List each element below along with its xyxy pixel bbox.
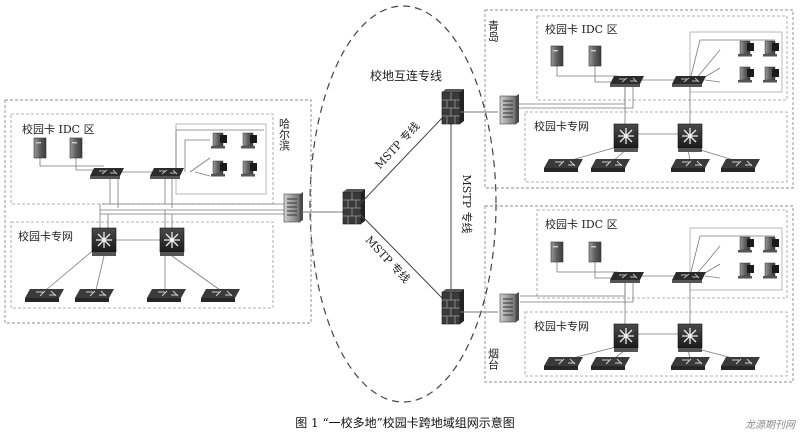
server-icon — [550, 45, 564, 67]
access-switch-icon — [74, 288, 115, 303]
access-switch-icon — [590, 158, 631, 173]
switch-icon — [149, 167, 185, 180]
core-switch-icon — [613, 323, 639, 353]
access-switch-icon — [670, 356, 711, 371]
access-switch-icon — [200, 288, 241, 303]
harbin-private-net-box — [10, 221, 274, 309]
access-switch-icon — [670, 158, 711, 173]
watermark: 龙源期刊网 — [745, 419, 797, 431]
switch-icon — [671, 75, 707, 88]
server-icon — [550, 241, 564, 263]
yantai-private-net-label: 校园卡专网 — [534, 319, 589, 333]
mstp-label-qingdao-yantai: MSTP 专线 — [460, 174, 474, 233]
core-switch-icon — [613, 123, 639, 153]
site-harbin-boundary — [4, 99, 312, 324]
workstation-icon — [737, 40, 755, 57]
core-switch-icon — [677, 323, 703, 353]
server-icon — [33, 137, 47, 159]
switch-icon — [89, 167, 125, 180]
qingdao-idc-zone-label: 校园卡 IDC 区 — [545, 22, 618, 36]
core-switch-icon — [159, 227, 185, 257]
site-yantai-name: 烟台 — [487, 347, 500, 370]
site-harbin-name: 哈尔滨 — [278, 118, 291, 152]
server-icon — [588, 45, 602, 67]
firewall-icon — [441, 288, 465, 325]
site-qingdao-name: 青岛 — [487, 20, 500, 43]
core-switch-icon — [677, 123, 703, 153]
workstation-icon — [210, 160, 228, 177]
firewall-icon — [342, 188, 366, 225]
qingdao-idc-zone-box — [536, 15, 788, 101]
workstation-icon — [737, 262, 755, 279]
access-switch-icon — [543, 158, 584, 173]
switch-icon — [671, 271, 707, 284]
wan-zone-label: 校地互连专线 — [370, 68, 442, 83]
access-switch-icon — [720, 356, 761, 371]
harbin-private-net-label: 校园卡专网 — [18, 229, 73, 243]
access-switch-icon — [24, 288, 65, 303]
switch-icon — [609, 271, 645, 284]
workstation-icon — [240, 132, 258, 149]
workstation-icon — [210, 132, 228, 149]
workstation-icon — [762, 40, 780, 57]
qingdao-private-net-box — [524, 111, 788, 183]
yantai-workstation-cluster-box — [689, 227, 783, 291]
mstp-label-harbin-qingdao: MSTP 专线 — [372, 119, 423, 172]
workstation-icon — [762, 262, 780, 279]
gateway-icon — [499, 291, 520, 323]
access-switch-icon — [543, 356, 584, 371]
wan-zone-ellipse — [309, 5, 497, 403]
qingdao-private-net-label: 校园卡专网 — [534, 119, 589, 133]
access-switch-icon — [590, 356, 631, 371]
switch-icon — [609, 75, 645, 88]
workstation-icon — [737, 236, 755, 253]
yantai-idc-zone-label: 校园卡 IDC 区 — [545, 217, 618, 231]
site-qingdao-boundary — [484, 9, 794, 189]
core-switch-icon — [91, 227, 117, 257]
gateway-icon — [499, 93, 520, 125]
qingdao-workstation-cluster-box — [689, 31, 783, 93]
access-switch-icon — [146, 288, 187, 303]
figure-caption: 图 1 “一校多地”校园卡跨地域组网示意图 — [295, 415, 515, 430]
site-qingdao: 校园卡 IDC 区 校园卡专网 青岛 — [484, 9, 794, 189]
workstation-icon — [240, 160, 258, 177]
mstp-label-harbin-yantai: MSTP 专线 — [363, 233, 414, 286]
site-harbin: 校园卡 IDC 区 校园卡专网 哈尔滨 — [4, 99, 312, 324]
access-switch-icon — [720, 158, 761, 173]
server-icon — [69, 137, 83, 159]
workstation-icon — [762, 66, 780, 83]
server-icon — [588, 241, 602, 263]
workstation-icon — [737, 66, 755, 83]
yantai-idc-zone-box — [536, 209, 788, 299]
site-yantai: 校园卡 IDC 区 校园卡专网 烟台 — [484, 205, 794, 383]
yantai-private-net-box — [524, 311, 788, 377]
mstp-links — [359, 115, 452, 301]
harbin-idc-zone-label: 校园卡 IDC 区 — [22, 122, 95, 136]
firewall-icon — [441, 88, 465, 125]
workstation-icon — [762, 236, 780, 253]
site-yantai-boundary — [484, 205, 794, 383]
gateway-icon — [283, 191, 304, 223]
